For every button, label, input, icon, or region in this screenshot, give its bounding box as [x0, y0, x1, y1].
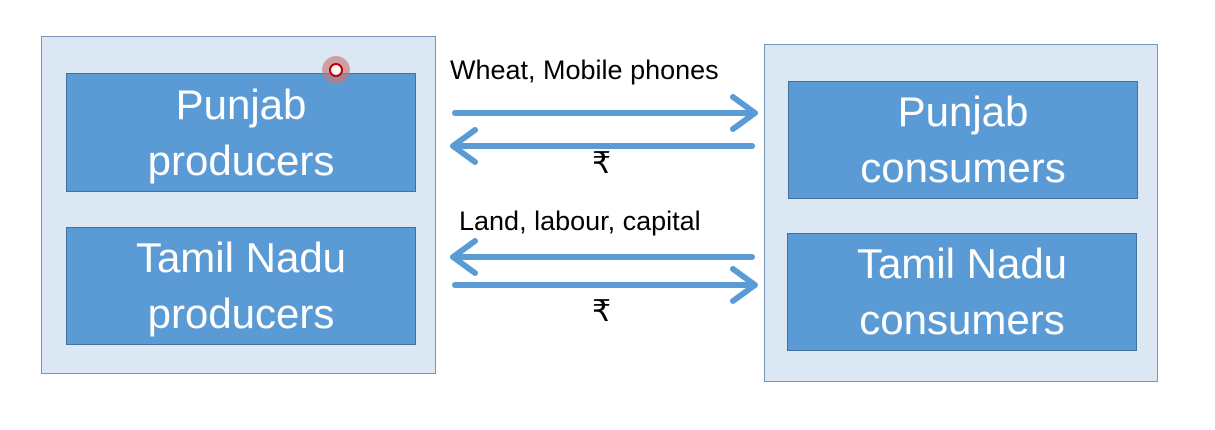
punjab-consumers-box: Punjab consumers	[788, 81, 1138, 199]
factors-flow-arrowhead	[450, 238, 478, 276]
factors-payment-arrowhead	[730, 266, 758, 304]
goods-flow-label: Wheat, Mobile phones	[450, 55, 719, 85]
goods-flow-arrowhead	[730, 94, 758, 132]
factors-payment-label: ₹	[592, 294, 612, 329]
tamil-nadu-producers-box: Tamil Nadu producers	[66, 227, 416, 345]
goods-payment-arrowhead	[450, 127, 478, 165]
tamil-nadu-consumers-box: Tamil Nadu consumers	[787, 233, 1137, 351]
laser-pointer-icon	[322, 56, 350, 84]
goods-payment-label: ₹	[592, 146, 612, 181]
factors-flow-label: Land, labour, capital	[459, 206, 701, 236]
punjab-producers-box: Punjab producers	[66, 73, 416, 192]
